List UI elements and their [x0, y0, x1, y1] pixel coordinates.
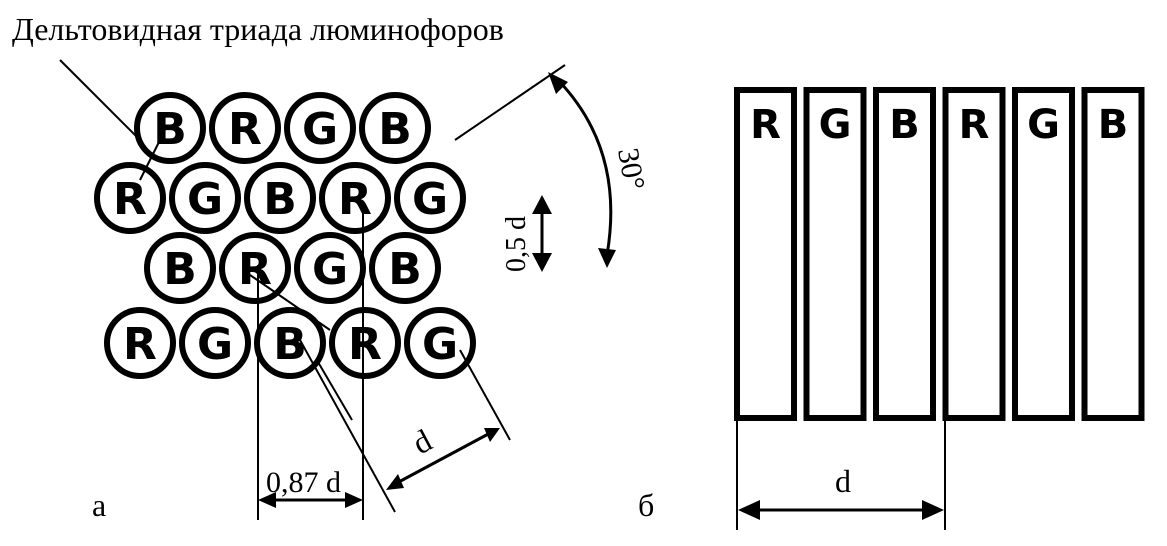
phosphor-letter: B — [388, 244, 422, 295]
stripe-letter: B — [1098, 102, 1129, 148]
horizontal-pitch-dimension — [258, 492, 363, 508]
phosphor-letter: R — [123, 319, 157, 370]
phosphor-letter: G — [412, 174, 448, 225]
panel-b-label: б — [638, 487, 654, 523]
phosphor-dot-g: G — [169, 162, 241, 234]
phosphor-letter: B — [163, 244, 197, 295]
stripe-letter: B — [889, 102, 920, 148]
phosphor-stripe-r: R — [734, 87, 797, 421]
panel-a-label: а — [92, 487, 106, 523]
diagonal-pitch-dimension — [386, 428, 500, 490]
phosphor-letter: B — [153, 104, 187, 155]
phosphor-dot-r: R — [329, 307, 401, 379]
phosphor-dot-r: R — [209, 92, 281, 164]
half-pitch-dimension — [532, 195, 552, 272]
phosphor-letter: R — [228, 104, 262, 155]
phosphor-dot-r: R — [104, 307, 176, 379]
phosphor-letter: R — [338, 174, 372, 225]
stripe-pitch-dimension — [736, 418, 946, 530]
stripe-pitch-label: d — [835, 463, 851, 499]
construction-lines — [139, 64, 566, 520]
stripe-letter: G — [1027, 102, 1060, 148]
phosphor-dot-b: B — [144, 232, 216, 304]
stripe-letter: G — [819, 102, 852, 148]
phosphor-dot-b: B — [369, 232, 441, 304]
phosphor-dot-b: B — [134, 92, 206, 164]
stripe-letter: R — [750, 102, 781, 148]
phosphor-letter: B — [378, 104, 412, 155]
half-pitch-label: 0,5 d — [501, 216, 532, 272]
angle-arc — [548, 72, 616, 268]
phosphor-letter: G — [197, 319, 233, 370]
angle-label: 30° — [611, 145, 651, 192]
phosphor-stripe-b: B — [1081, 87, 1145, 421]
phosphor-dot-g: G — [404, 307, 476, 379]
phosphor-stripe-g: G — [1012, 87, 1075, 421]
phosphor-dot-b: B — [244, 162, 316, 234]
phosphor-letter: G — [302, 104, 338, 155]
phosphor-letter: R — [348, 319, 382, 370]
phosphor-dot-b: B — [359, 92, 431, 164]
phosphor-dot-g: G — [284, 92, 356, 164]
phosphor-dot-g: G — [294, 232, 366, 304]
phosphor-dot-r: R — [94, 162, 166, 234]
diagonal-pitch-label: d — [406, 422, 437, 461]
diagram-title: Дельтовидная триада люминофоров — [12, 11, 504, 47]
phosphor-stripe-b: B — [873, 87, 936, 421]
phosphor-letter: G — [312, 244, 348, 295]
phosphor-stripe-r: R — [942, 87, 1006, 421]
phosphor-letter: G — [187, 174, 223, 225]
phosphor-dot-g: G — [394, 162, 466, 234]
phosphor-letter: G — [422, 319, 458, 370]
phosphor-letter: B — [273, 319, 307, 370]
phosphor-letter: B — [263, 174, 297, 225]
phosphor-letter: R — [113, 174, 147, 225]
phosphor-dot-b: B — [254, 307, 326, 379]
phosphor-dot-r: R — [219, 232, 291, 304]
horizontal-pitch-label: 0,87 d — [266, 466, 341, 499]
phosphor-dot-r: R — [319, 162, 391, 234]
stripe-letter: R — [959, 102, 990, 148]
phosphor-stripe-g: G — [803, 87, 867, 421]
phosphor-dot-g: G — [179, 307, 251, 379]
